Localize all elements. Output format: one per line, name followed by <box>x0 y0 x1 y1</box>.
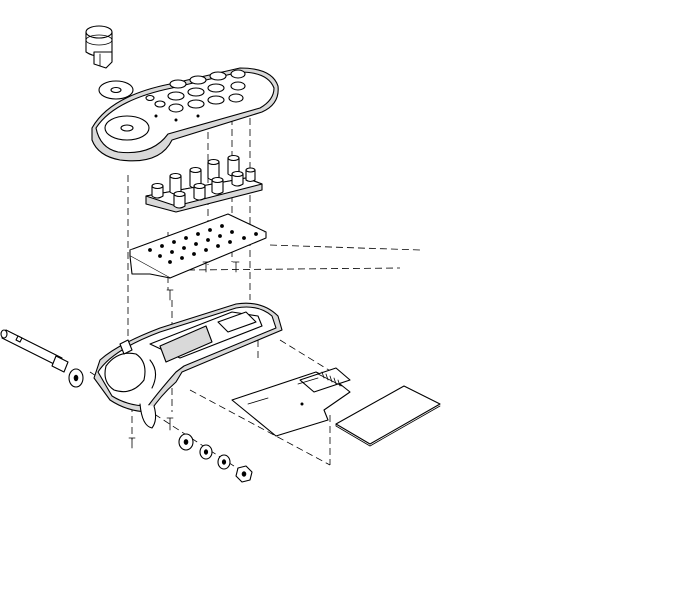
pin-washer <box>68 368 84 388</box>
plate-teeth <box>317 371 343 387</box>
circuit-board <box>129 213 267 279</box>
bottom-fasteners <box>128 417 253 483</box>
board-contacts <box>148 224 258 264</box>
base-housing <box>93 302 283 429</box>
washer-top <box>98 80 134 100</box>
hinge-pin <box>0 329 69 373</box>
top-cover-shell <box>91 67 279 162</box>
keypad-buttons <box>145 154 263 213</box>
key-holes <box>145 69 246 122</box>
bottom-plate <box>231 367 351 437</box>
label-card <box>335 385 441 447</box>
end-cap-knob <box>85 25 113 69</box>
board-screws <box>166 261 240 301</box>
